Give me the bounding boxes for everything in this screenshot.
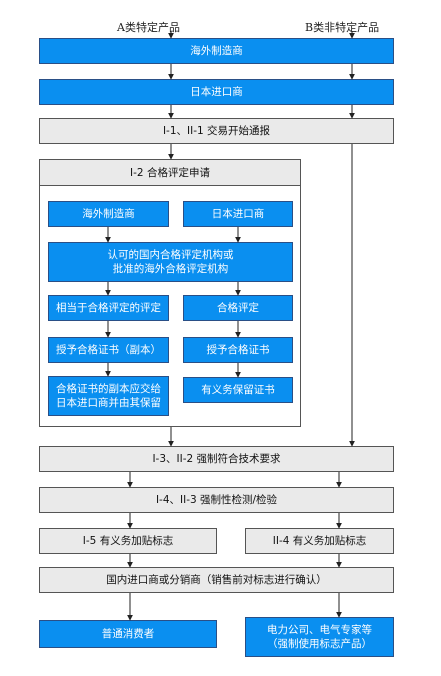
professionals-line2: （强制使用标志产品） <box>267 638 372 650</box>
submit-copy-line2: 日本进口商并由其保留 <box>56 397 161 409</box>
technical-requirements-box: I-3、II-2 强制符合技术要求 <box>39 446 394 472</box>
conformity-assessment-title: I-2 合格评定申请 <box>40 160 300 186</box>
professionals-line1: 电力公司、电气专家等 <box>267 624 372 636</box>
distributor-box: 国内进口商或分销商（销售前对标志进行确认） <box>39 567 394 593</box>
grant-certificate-box: 授予合格证书 <box>183 337 293 363</box>
professionals-box: 电力公司、电气专家等 （强制使用标志产品） <box>245 617 394 657</box>
japan-importer-box: 日本进口商 <box>39 79 394 105</box>
accredited-bodies-line2: 批准的海外合格评定机构 <box>112 263 229 275</box>
inner-overseas-manufacturer-box: 海外制造商 <box>48 201 169 227</box>
mark-obligation-b-box: II-4 有义务加贴标志 <box>245 528 394 554</box>
grant-certificate-copy-box: 授予合格证书（副本） <box>48 337 169 363</box>
trade-notification-box: I-1、II-1 交易开始通报 <box>39 118 394 144</box>
submit-copy-box: 合格证书的副本应交给 日本进口商并由其保留 <box>48 376 169 416</box>
category-b-label: B类非特定产品 <box>305 21 380 34</box>
category-a-label: A类特定产品 <box>117 21 180 34</box>
overseas-manufacturer-box: 海外制造商 <box>39 38 394 64</box>
accredited-bodies-box: 认可的国内合格评定机构或 批准的海外合格评定机构 <box>48 242 293 282</box>
submit-copy-line1: 合格证书的副本应交给 <box>56 383 161 395</box>
general-consumers-box: 普通消费者 <box>39 620 217 648</box>
inner-japan-importer-box: 日本进口商 <box>183 201 293 227</box>
mandatory-inspection-box: I-4、II-3 强制性检测/检验 <box>39 487 394 513</box>
accredited-bodies-line1: 认可的国内合格评定机构或 <box>107 249 234 261</box>
retain-certificate-box: 有义务保留证书 <box>183 377 293 403</box>
